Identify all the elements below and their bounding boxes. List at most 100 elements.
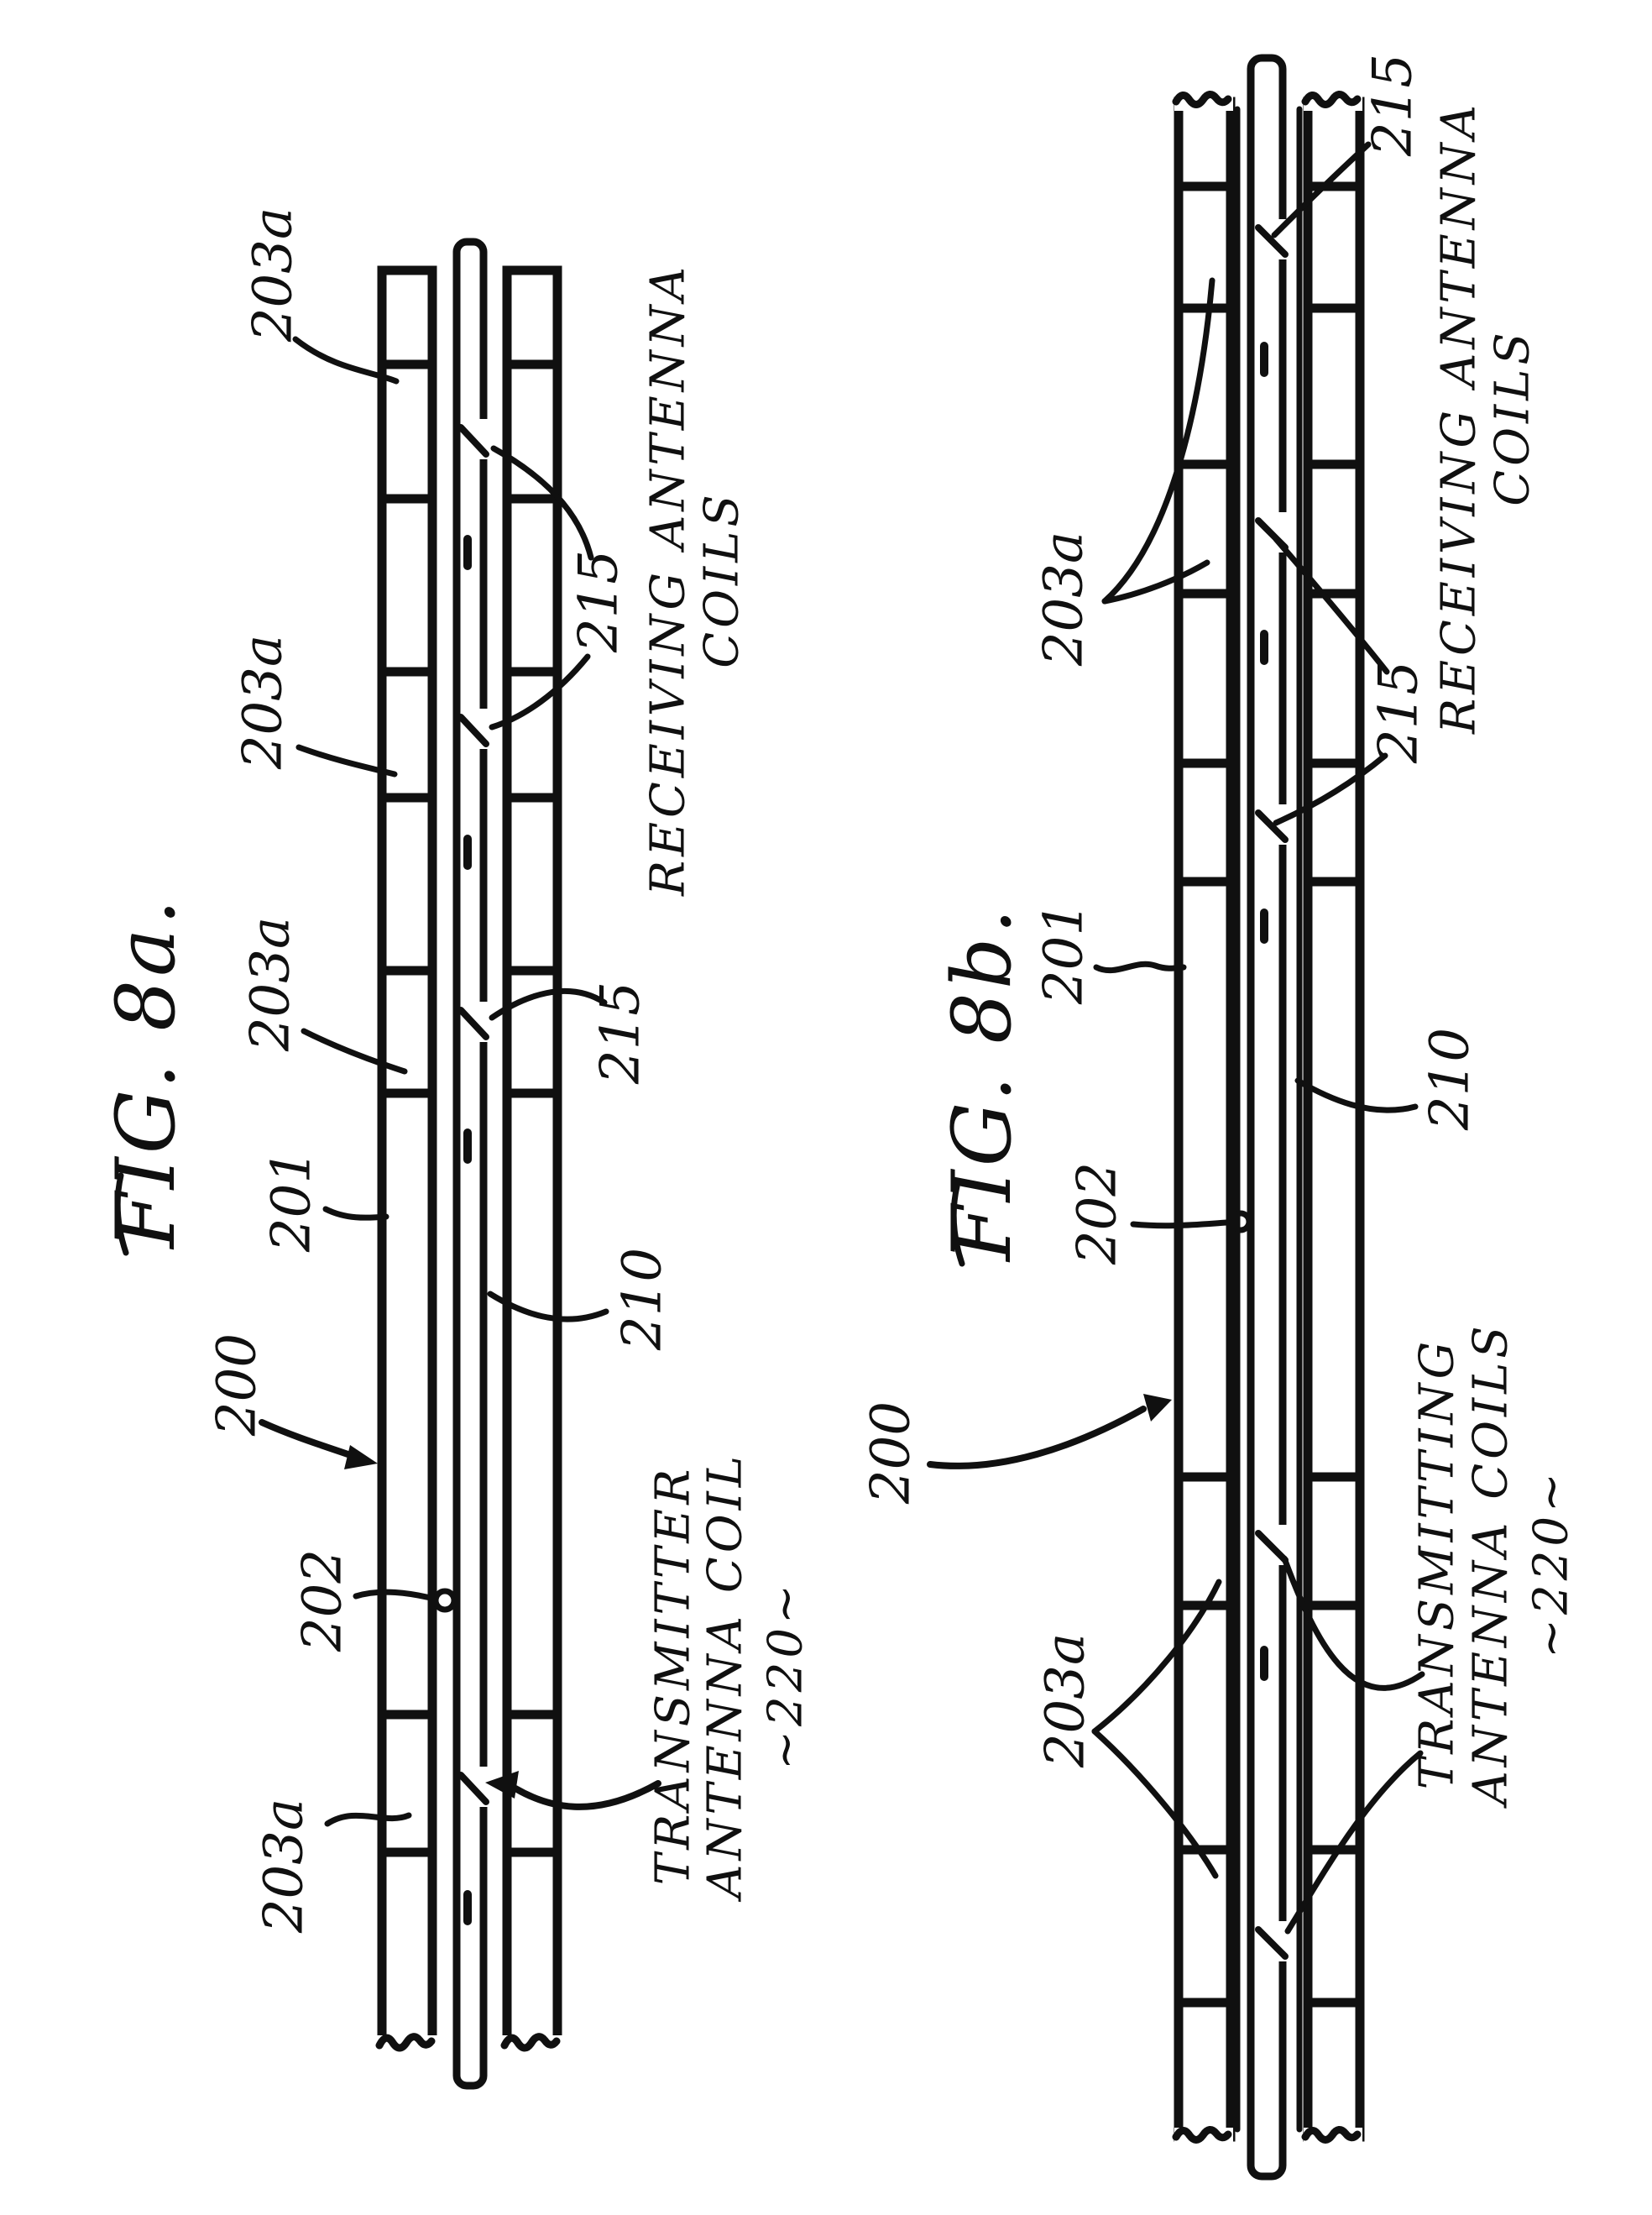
hatched-band bbox=[377, 494, 437, 677]
leader-line-transmitting-up bbox=[1281, 1555, 1425, 1691]
tube-tick bbox=[1260, 1646, 1268, 1681]
leader-line-215-down bbox=[489, 653, 591, 730]
hatched-band bbox=[502, 265, 562, 369]
hatched-band bbox=[377, 793, 437, 976]
ref-label-215: 215 bbox=[590, 982, 652, 1085]
arrowhead-transmitter-coil bbox=[485, 1771, 519, 1799]
fig8a-tube-details bbox=[457, 419, 491, 1925]
ref-label-201: 201 bbox=[1033, 902, 1095, 1005]
ref-label-200: 200 bbox=[860, 1401, 923, 1505]
hatched-band bbox=[502, 494, 562, 677]
wavy-break-line bbox=[1301, 91, 1362, 108]
fig-8a: FIG. 8a. 203a 203a 203a 203a 215 215 201… bbox=[99, 207, 813, 2090]
caption-receiving-antenna-coils: RECEIVING ANTENNA COILS bbox=[1432, 101, 1540, 735]
fig8b-center-tube-210 bbox=[1247, 54, 1287, 2181]
fig8a-leaders bbox=[259, 336, 661, 1827]
coil-tap-wire bbox=[1255, 1926, 1289, 1960]
leader-line-215-top bbox=[1271, 141, 1372, 238]
tube-outline bbox=[452, 238, 488, 2090]
ref-label-210: 210 bbox=[1419, 1028, 1482, 1131]
figure-title-8a: FIG. 8a. bbox=[99, 896, 193, 1250]
caption-line: COILS bbox=[695, 490, 750, 668]
caption-line: ~220~ bbox=[759, 1580, 813, 1770]
ref-label-215: 215 bbox=[1362, 54, 1425, 157]
ref-label-203a: 203a bbox=[1035, 1633, 1097, 1768]
wavy-break-line bbox=[1172, 2126, 1232, 2144]
arrow-line-200 bbox=[927, 1406, 1147, 1469]
arrowhead-200 bbox=[1143, 1394, 1172, 1422]
hatched-band bbox=[1174, 303, 1236, 469]
leader-line-215-down bbox=[1273, 752, 1388, 826]
caption-line: COILS bbox=[1486, 328, 1540, 505]
tube-tick bbox=[1260, 342, 1268, 377]
coil-tap-wire bbox=[1255, 1530, 1289, 1563]
ref-label-203a: 203a bbox=[240, 917, 302, 1052]
tube-tick bbox=[1260, 909, 1268, 944]
arrow-line-transmitter-coil bbox=[512, 1780, 661, 1810]
leader-line-203a-3 bbox=[301, 1028, 408, 1075]
tube-outline bbox=[1247, 54, 1287, 2181]
fig8a-labels: FIG. 8a. 203a 203a 203a 203a 215 215 201… bbox=[99, 207, 813, 1934]
leader-line-210 bbox=[487, 1291, 609, 1322]
leader-line-202 bbox=[353, 1589, 437, 1602]
coil-tap-wire bbox=[1255, 809, 1289, 843]
ref-label-203a: 203a bbox=[1033, 531, 1095, 667]
hatched-band bbox=[1303, 589, 1365, 768]
leader-line-transmitting-down bbox=[1284, 1750, 1424, 1935]
fig-8b: FIG. 8b. 215 215 203a 203a 201 210 202 2… bbox=[860, 54, 1579, 2181]
fig8b-break-edges bbox=[1172, 91, 1362, 2146]
hatched-band bbox=[502, 1088, 562, 1720]
leader-line-201 bbox=[322, 1206, 389, 1221]
leader-line-210 bbox=[1294, 1077, 1419, 1113]
leader-line-215-up bbox=[490, 445, 594, 561]
fig8b-liner-lines bbox=[1234, 106, 1303, 2133]
leader-line-215-lower bbox=[489, 988, 608, 1021]
hatched-band bbox=[377, 265, 437, 369]
wavy-break-line bbox=[500, 2033, 561, 2052]
coil-tap-wire bbox=[457, 424, 489, 458]
caption-transmitting-antenna-coils: TRANSMITTING ANTENNA COILS ~220~ bbox=[1410, 1322, 1579, 1809]
ref-label-203a: 203a bbox=[254, 1799, 316, 1934]
ref-label-215: 215 bbox=[568, 550, 630, 653]
caption-line: ANTENNA COILS bbox=[1464, 1322, 1519, 1809]
caption-line: TRANSMITTER bbox=[646, 1465, 701, 1886]
tube-tick bbox=[463, 835, 472, 870]
fig8a-break-edges bbox=[375, 2033, 562, 2055]
leader-line-203a-1 bbox=[292, 336, 400, 385]
ref-label-201: 201 bbox=[261, 1149, 323, 1253]
hatched-band bbox=[377, 1088, 437, 1720]
leader-line-203a-bracket-mid bbox=[1101, 559, 1210, 605]
leader-line-215-up bbox=[1273, 536, 1390, 675]
leader-line-203a-4 bbox=[324, 1812, 412, 1827]
coil-tap-wire bbox=[457, 714, 489, 747]
ref-label-210: 210 bbox=[612, 1248, 674, 1351]
caption-transmitter-antenna-coil: TRANSMITTER ANTENNA COIL ~220~ bbox=[646, 1452, 813, 1903]
hatched-band bbox=[1174, 589, 1236, 768]
title-underline-flourish bbox=[950, 1183, 965, 1267]
fig8b-leaders bbox=[927, 141, 1425, 1935]
wavy-break-line bbox=[375, 2033, 436, 2052]
caption-line: RECEIVING ANTENNA bbox=[1432, 101, 1487, 735]
ref-label-215: 215 bbox=[1368, 661, 1430, 764]
wavy-break-line bbox=[1301, 2126, 1362, 2144]
tube-tick bbox=[463, 1890, 472, 1925]
hatched-band bbox=[1303, 877, 1365, 1482]
leader-terminal-circle-202 bbox=[1229, 1210, 1252, 1233]
leader-line-203a-bracket-up bbox=[1101, 277, 1215, 605]
figure-title-8b: FIG. 8b. bbox=[935, 905, 1029, 1263]
leader-line-203a-bracket-dn2 bbox=[1091, 1728, 1219, 1879]
caption-line: ANTENNA COIL bbox=[698, 1452, 753, 1903]
coil-tap-wire bbox=[1255, 224, 1289, 258]
hatched-band bbox=[1303, 1600, 1365, 1855]
title-underline-flourish bbox=[114, 1172, 129, 1256]
arrowhead-200 bbox=[344, 1445, 378, 1469]
caption-line: RECEIVING ANTENNA bbox=[641, 263, 696, 897]
caption-line: ~220~ bbox=[1524, 1469, 1579, 1658]
leader-terminal-circle-202 bbox=[432, 1588, 457, 1613]
ref-label-203a: 203a bbox=[243, 207, 305, 343]
fig8b-labels: FIG. 8b. 215 215 203a 203a 201 210 202 2… bbox=[860, 54, 1579, 1809]
leader-line-202 bbox=[1130, 1219, 1231, 1229]
ref-label-202: 202 bbox=[1067, 1162, 1129, 1265]
hatched-band bbox=[502, 793, 562, 976]
